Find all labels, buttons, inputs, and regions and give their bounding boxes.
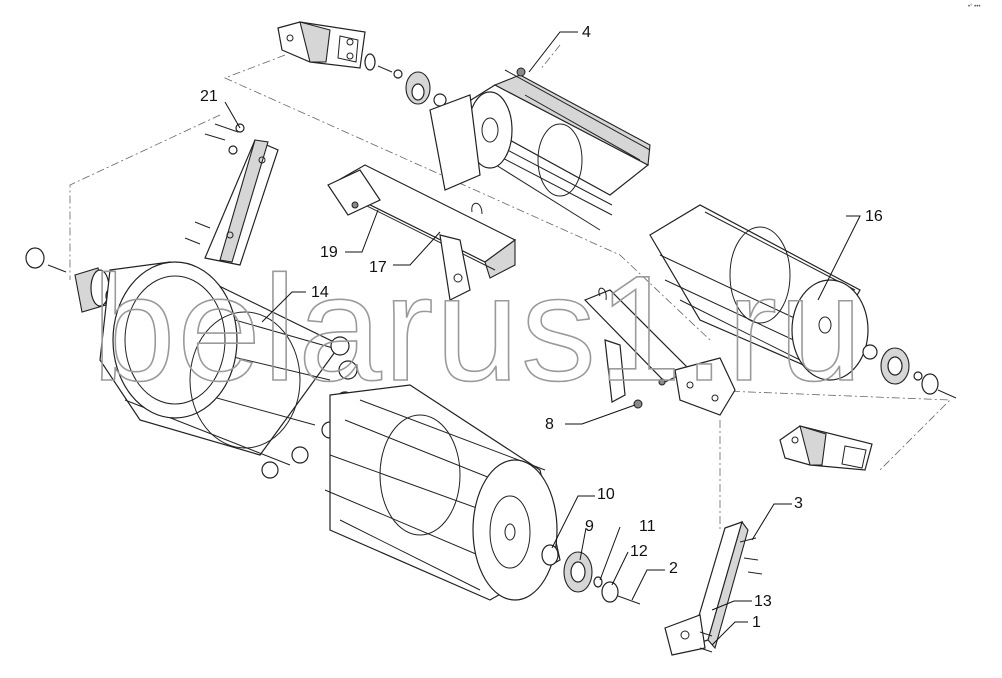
callout-3: 3 (794, 495, 803, 512)
watermark: belarus1.ru (92, 244, 864, 412)
cage-roller-right (649, 204, 869, 381)
callout-19: 19 (320, 244, 338, 261)
cage-roller-lower-center (324, 384, 561, 601)
callout-16: 16 (865, 208, 883, 225)
callout-12: 12 (630, 543, 648, 560)
callout-1: 1 (752, 614, 761, 631)
mounting-plate-bottom-right (779, 425, 873, 471)
bearing-assembly-lower (541, 544, 641, 605)
callout-9: 9 (585, 518, 594, 535)
callout-10: 10 (597, 486, 615, 503)
side-bracket-right (664, 520, 763, 656)
frame-beam-center (327, 164, 517, 301)
bearing-assembly-right (862, 344, 957, 399)
bearing-assembly-left (25, 247, 119, 313)
callout-17: 14 (311, 284, 329, 301)
callout-4: 4 (582, 24, 591, 41)
callout-11: 11 (639, 518, 656, 535)
side-bracket-left (184, 123, 279, 266)
callout-8: 8 (545, 416, 554, 433)
callouts: 4 21 19 17 16 14 8 10 9 11 12 2 3 13 1 (200, 24, 883, 646)
callout-13: 13 (754, 593, 772, 610)
cage-roller-upper (429, 67, 651, 231)
frame-beam-right (583, 287, 736, 416)
bearing-assembly-top (364, 53, 447, 107)
cage-roller-lower-left (99, 261, 358, 479)
assembly-axes (69, 44, 951, 530)
callout-21: 21 (200, 88, 218, 105)
callout-2: 2 (669, 560, 678, 577)
mounting-plate-top (277, 21, 366, 69)
callout-14: 17 (369, 259, 387, 276)
corner-mark: •° ••• (968, 4, 980, 10)
